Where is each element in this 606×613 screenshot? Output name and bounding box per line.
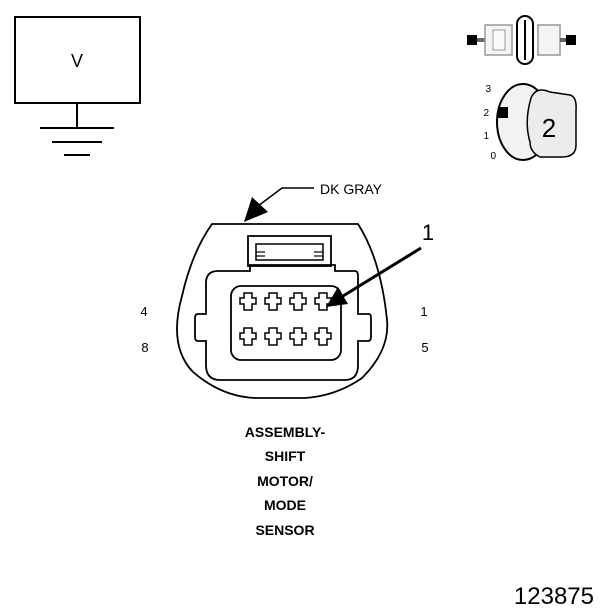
terminal-cavity <box>264 292 282 311</box>
component-name-line-4: MODE <box>264 497 306 513</box>
component-name: ASSEMBLY- SHIFT MOTOR/ MODE SENSOR <box>245 424 326 538</box>
terminal-cavity <box>289 292 307 311</box>
pin-label-8: 8 <box>141 340 148 355</box>
component-name-line-2: SHIFT <box>265 448 306 464</box>
pin-label-1: 1 <box>420 304 427 319</box>
pin-label-5: 5 <box>421 340 428 355</box>
terminal-cavity <box>314 292 332 311</box>
terminal-cavity <box>289 327 307 346</box>
callout-arrowhead <box>326 287 348 307</box>
key-position-0: 0 <box>490 151 496 162</box>
ignition-key-icon: 3 2 1 0 2 <box>483 83 577 162</box>
connector-disconnect-icon <box>467 15 576 65</box>
key-head <box>526 89 577 158</box>
wire-callout-arrowhead <box>244 197 268 222</box>
component-name-line-3: MOTOR/ <box>257 473 313 489</box>
key-position-1: 1 <box>483 131 489 142</box>
terminal-cavity <box>239 292 257 311</box>
component-name-line-5: SENSOR <box>255 522 314 538</box>
wire-color-label: DK GRAY <box>320 181 383 197</box>
terminal-cavity <box>314 327 332 346</box>
cavity-block <box>230 285 342 361</box>
wire-color-callout: DK GRAY <box>244 181 383 222</box>
key-position-3: 3 <box>485 84 491 95</box>
voltmeter-label: V <box>71 51 83 71</box>
callout-number: 1 <box>422 220 434 245</box>
terminal-cavities <box>239 292 332 346</box>
key-position-marker <box>498 107 508 118</box>
voltmeter-symbol: V <box>14 16 141 156</box>
terminal-callout: 1 <box>326 220 434 307</box>
terminal-cavity <box>264 327 282 346</box>
connector-latch <box>247 235 332 267</box>
ground-icon <box>40 127 114 156</box>
connector-outer-shell <box>176 223 389 399</box>
pin-label-4: 4 <box>140 304 147 319</box>
key-label: 2 <box>542 113 556 143</box>
key-position-2: 2 <box>483 108 489 119</box>
connector-face <box>176 223 389 399</box>
terminal-cavity <box>239 327 257 346</box>
component-name-line-1: ASSEMBLY- <box>245 424 326 440</box>
figure-id: 123875 <box>514 583 594 610</box>
connector-inner-shell <box>194 264 372 381</box>
